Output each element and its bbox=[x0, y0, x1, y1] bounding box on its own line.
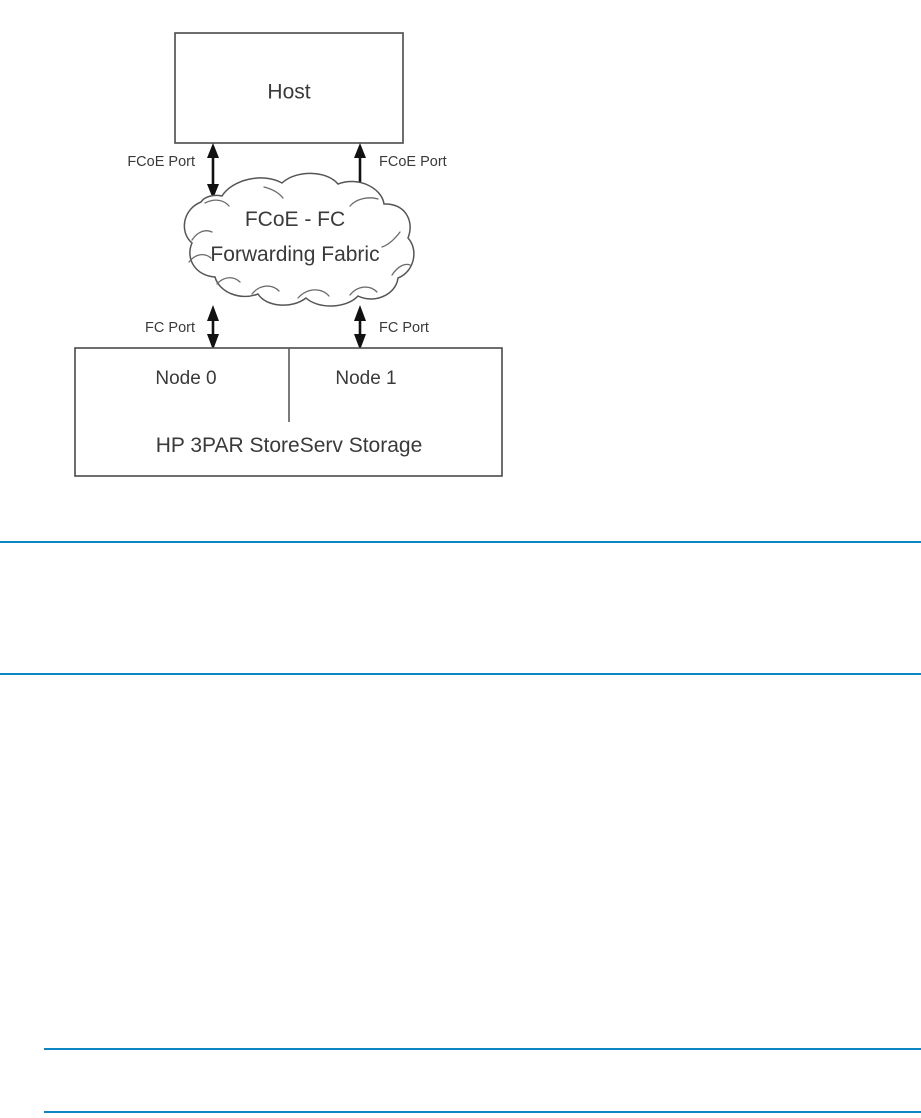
node0-label: Node 0 bbox=[155, 368, 216, 389]
diagram-canvas: Host FCoE Port FCoE Port bbox=[74, 32, 503, 477]
node1-arrow-head-up bbox=[354, 305, 366, 321]
host-left-arrow-head-up bbox=[207, 143, 219, 158]
fabric-label-line2: Forwarding Fabric bbox=[210, 243, 379, 266]
host-box bbox=[174, 32, 404, 144]
cloud-puff-4 bbox=[216, 277, 241, 285]
content-band-lower bbox=[44, 1052, 921, 1108]
host-right-port-label: FCoE Port bbox=[379, 154, 447, 170]
storage-array-node: Node 0 Node 1 HP 3PAR StoreServ Storage bbox=[74, 347, 503, 477]
node1-label: Node 1 bbox=[335, 368, 396, 389]
host-label: Host bbox=[267, 81, 310, 104]
cloud-puff-5 bbox=[251, 285, 280, 295]
cloud-puff-9 bbox=[381, 231, 401, 248]
cloud-puff-6 bbox=[297, 289, 330, 299]
connection-host-left: FCoE Port bbox=[127, 143, 219, 199]
node0-port-label: FC Port bbox=[145, 320, 195, 336]
fabric-label-line1: FCoE - FC bbox=[245, 208, 345, 231]
content-band-upper bbox=[44, 545, 921, 671]
connection-node0-fabric: FC Port bbox=[145, 305, 219, 350]
cloud-puff-1 bbox=[204, 199, 230, 207]
node1-arrow-head-down bbox=[354, 334, 366, 350]
section-rule-top-2 bbox=[0, 673, 921, 675]
host-right-arrow-head-up bbox=[354, 143, 366, 158]
section-rule-bottom-1 bbox=[44, 1048, 921, 1050]
forwarding-fabric-cloud: FCoE - FC Forwarding Fabric bbox=[183, 172, 415, 307]
connection-node1-fabric: FC Port bbox=[354, 305, 429, 350]
fcoe-connectivity-diagram: Host FCoE Port FCoE Port bbox=[0, 0, 560, 510]
node0-arrow-head-up bbox=[207, 305, 219, 321]
host-node: Host bbox=[174, 32, 404, 144]
cloud-puff-7 bbox=[349, 286, 378, 296]
cloud-puff-10 bbox=[349, 197, 379, 207]
node1-port-label: FC Port bbox=[379, 320, 429, 336]
cloud-puff-2 bbox=[191, 230, 213, 241]
section-rule-bottom-2 bbox=[44, 1111, 921, 1113]
cloud-puff-11 bbox=[263, 186, 284, 199]
content-band-middle bbox=[44, 679, 921, 1045]
host-left-port-label: FCoE Port bbox=[127, 154, 195, 170]
cloud-outline bbox=[183, 172, 415, 307]
node0-arrow-head-down bbox=[207, 334, 219, 350]
storage-array-label: HP 3PAR StoreServ Storage bbox=[156, 434, 423, 457]
host-left-arrow-head-down bbox=[207, 184, 219, 199]
cloud-puff-3 bbox=[188, 254, 212, 263]
section-rule-top-1 bbox=[0, 541, 921, 543]
cloud-puff-8 bbox=[391, 263, 411, 276]
